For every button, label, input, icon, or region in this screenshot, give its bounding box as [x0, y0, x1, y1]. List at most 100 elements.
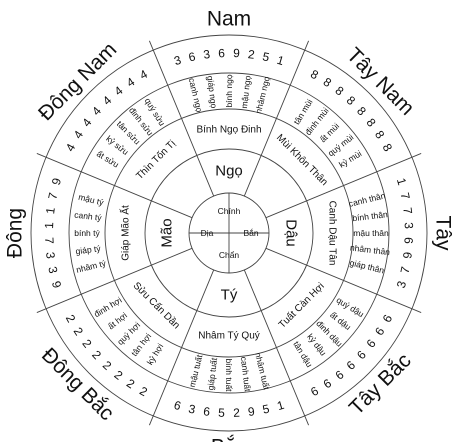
- sector-divider: [243, 40, 310, 197]
- compass-digit: 8: [354, 104, 369, 119]
- compass-digit: 8: [321, 75, 335, 91]
- compass-digit: 5: [261, 49, 271, 64]
- sector-divider: [265, 152, 422, 219]
- direction-label: Nam: [207, 8, 251, 31]
- year-name-label: mậu tý: [77, 192, 105, 208]
- direction-label: Đông Nam: [34, 38, 121, 125]
- direction-label: Tây: [432, 215, 455, 251]
- center-label: Bắn: [243, 228, 258, 238]
- compass-digit: 3: [45, 265, 60, 275]
- direction-label: Bắc: [211, 436, 247, 442]
- compass-digit: 3: [394, 279, 409, 290]
- compass-digit: 2: [112, 368, 126, 383]
- compass-digit: 7: [398, 191, 413, 201]
- direction-label: Tây Bắc: [345, 349, 416, 420]
- compass-digit: 4: [79, 115, 94, 129]
- branch-label: Dậu: [283, 219, 300, 247]
- year-name-label: mậu thân: [353, 228, 389, 238]
- compass-digit: 6: [344, 358, 359, 373]
- center-label: Chẩn: [219, 250, 240, 260]
- year-name-label: giáp thân: [349, 257, 386, 275]
- compass-digit: 4: [137, 67, 150, 83]
- year-name-label: nhâm tuất: [253, 351, 272, 391]
- year-name-label: nhâm thân: [349, 242, 390, 257]
- compass-digit: 4: [124, 74, 138, 90]
- mountain-triplet-label: Thìn Tốn Tị: [134, 138, 178, 182]
- compass-digit: 2: [71, 325, 87, 339]
- compass-digit: 7: [45, 191, 60, 201]
- compass-digit: 8: [344, 93, 359, 108]
- year-name-label: giáp ngọ: [205, 75, 219, 109]
- compass-digit: 6: [372, 325, 388, 339]
- compass-digit: 5: [261, 401, 271, 416]
- compass-digit: 7: [42, 237, 56, 245]
- year-name-label: bính ngọ: [224, 74, 234, 107]
- year-name-label: kỷ hợi: [145, 342, 166, 367]
- compass-digit: 3: [172, 53, 183, 68]
- compass-digit: 3: [43, 251, 58, 260]
- compass-digit: 6: [321, 376, 335, 392]
- year-name-label: canh ngọ: [187, 77, 205, 114]
- compass-digit: 2: [247, 47, 256, 62]
- compass-digit: 3: [402, 222, 416, 230]
- center-label: Chính: [218, 206, 241, 216]
- compass-digit: 7: [398, 265, 413, 275]
- compass-digit: 9: [233, 46, 241, 60]
- compass-digit: 9: [402, 237, 416, 245]
- compass-digit: 4: [100, 93, 115, 108]
- sector-divider: [148, 40, 215, 197]
- compass-digit: 6: [364, 336, 379, 350]
- compass-digit: 8: [364, 116, 379, 130]
- compass-digit: 6: [380, 312, 396, 325]
- year-name-label: giáp tuất: [205, 357, 219, 391]
- branch-label: Tý: [221, 287, 238, 304]
- sector-divider: [265, 247, 422, 314]
- compass-digit: 6: [308, 384, 321, 400]
- compass-digit: 4: [63, 141, 79, 154]
- compass-digit: 6: [354, 347, 369, 362]
- compass-digit: 1: [394, 176, 409, 187]
- year-name-label: mậu tuất: [187, 353, 205, 388]
- year-name-label: giáp tý: [75, 243, 102, 256]
- compass-digit: 3: [203, 47, 212, 62]
- compass-digit: 2: [100, 358, 115, 373]
- compass-digit: 2: [89, 348, 104, 363]
- compass-digit: 8: [333, 83, 347, 98]
- compass-digit: 2: [63, 312, 79, 325]
- compass-digit: 8: [380, 141, 396, 154]
- sector-divider: [148, 269, 215, 426]
- direction-label: Đông: [4, 208, 27, 258]
- compass-digit: 5: [218, 406, 226, 420]
- compass-digit: 8: [308, 67, 321, 83]
- compass-digit: 9: [247, 404, 256, 419]
- year-name-label: canh thân: [348, 190, 387, 209]
- compass-digit: 9: [49, 279, 64, 290]
- compass-digit: 1: [275, 53, 286, 68]
- mountain-triplet-label: Giáp Mão Ất: [119, 205, 132, 261]
- year-name-label: ất sửu: [95, 148, 121, 169]
- branch-label: Mão: [159, 218, 176, 247]
- compass-digit: 6: [218, 46, 226, 60]
- compass-digit: 8: [372, 128, 388, 142]
- compass-digit: 2: [124, 376, 138, 392]
- compass-digit: 1: [275, 398, 286, 413]
- year-name-label: nhâm ngọ: [253, 75, 272, 114]
- compass-digit: 6: [187, 49, 197, 64]
- compass-digit: 2: [233, 406, 241, 420]
- ring-branches: [144, 148, 314, 318]
- year-name-label: canh tuất: [239, 356, 253, 393]
- compass-digit: 2: [79, 337, 94, 351]
- compass-spokes: [36, 40, 422, 426]
- mountain-triplet-label: Nhâm Tý Quý: [198, 331, 260, 342]
- compass-digit: 3: [187, 402, 197, 417]
- year-name-label: kỷ mùi: [337, 148, 363, 169]
- compass-digit: 4: [89, 104, 104, 119]
- sector-divider: [36, 152, 193, 219]
- year-name-label: bính tuất: [224, 358, 234, 392]
- direction-label: Tây Nam: [342, 43, 419, 120]
- center-label: Địa: [201, 228, 214, 238]
- compass-digit: 6: [172, 398, 183, 413]
- ring-words: [104, 108, 354, 358]
- mountain-triplet-label: Bính Ngọ Đinh: [196, 125, 261, 136]
